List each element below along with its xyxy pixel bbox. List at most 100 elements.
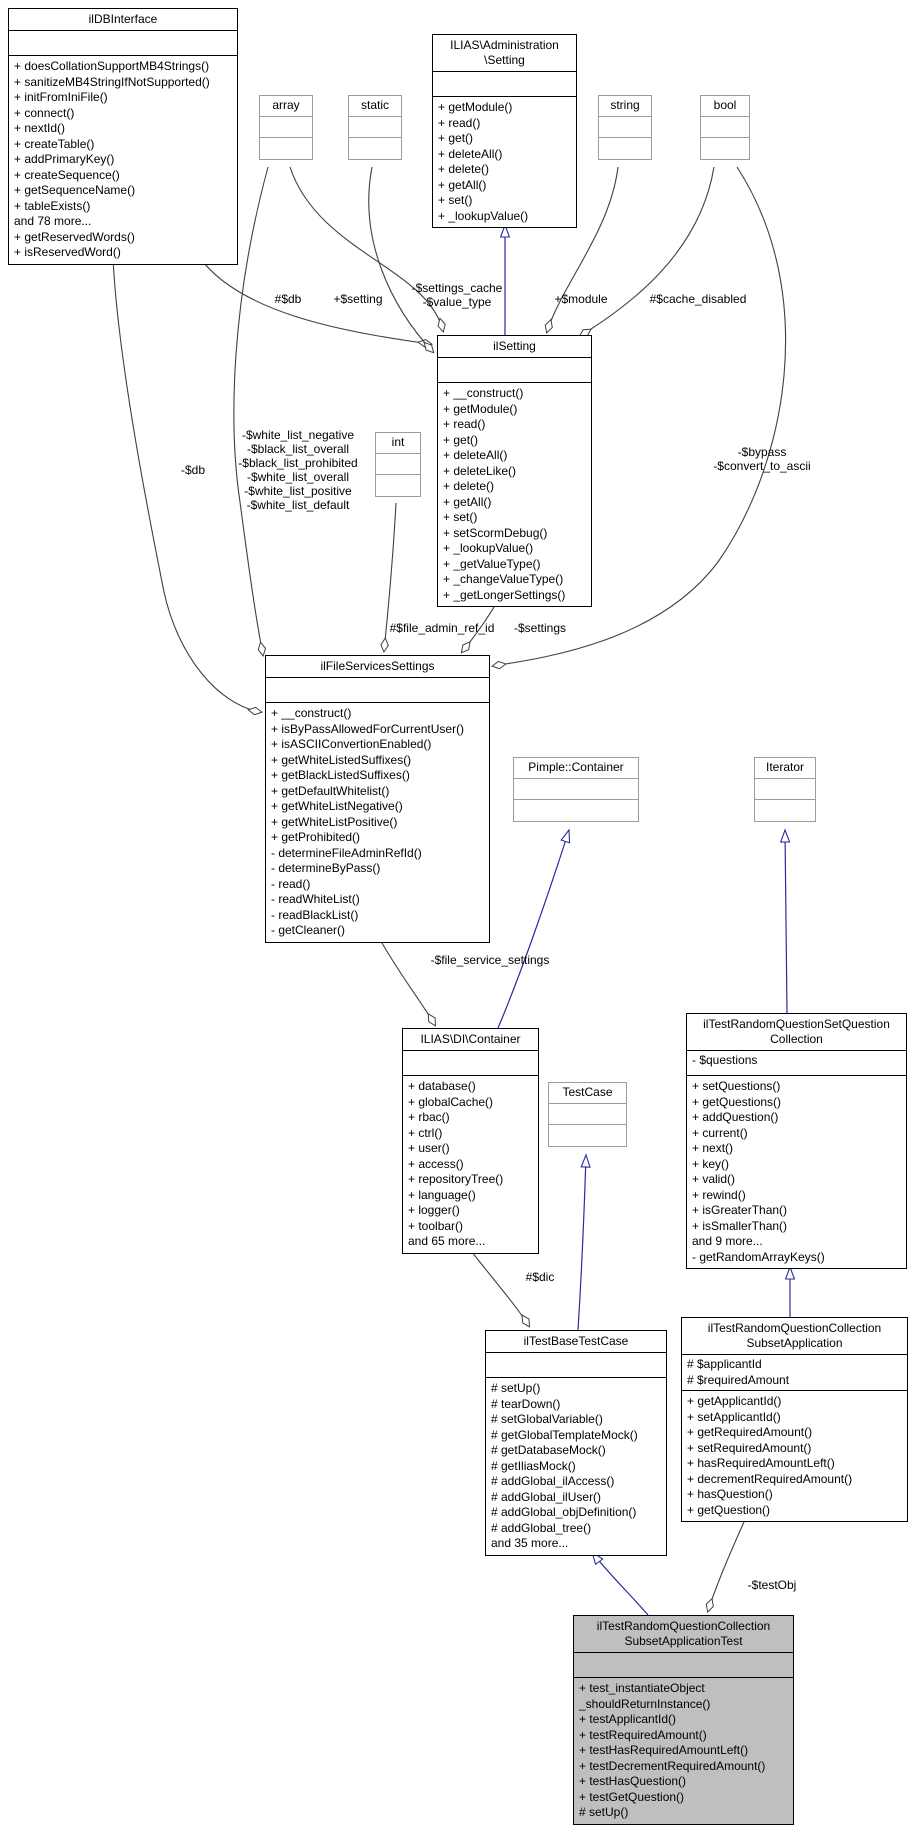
class-attributes [549, 1104, 626, 1125]
class-array: array [259, 95, 313, 160]
text-line: # getIliasMock() [491, 1458, 576, 1473]
text-line: -$white_list_negative [241, 428, 355, 442]
text-line: + isGreaterThan() [692, 1203, 788, 1217]
class-ildbinterface[interactable]: ilDBInterface + doesCollationSupportMB4S… [8, 8, 238, 265]
class-methods [514, 800, 638, 821]
text-line: + next() [692, 1141, 734, 1155]
text-line: + isSmallerThan() [692, 1218, 788, 1233]
class-attributes [433, 72, 576, 97]
text-line: + set() [438, 193, 473, 207]
text-line: ILIAS\Administration [450, 38, 559, 52]
edge-label-bypass-convert: -$bypass-$convert_to_ascii [713, 445, 810, 473]
text-line: + rewind() [692, 1187, 746, 1202]
text-line: and 9 more... [692, 1234, 763, 1248]
text-line: + valid() [692, 1172, 736, 1186]
text-line: -$testObj [747, 1578, 797, 1592]
class-ilsetting[interactable]: ilSetting + __construct()+ getModule()+ … [437, 335, 592, 607]
text-line: ILIAS\DI\Container [420, 1032, 521, 1046]
edge-int-ilfileservicessettings [384, 502, 397, 651]
class-title: int [376, 433, 420, 454]
class-attributes [403, 1051, 538, 1076]
text-line: + nextId() [14, 121, 66, 135]
edge-array-ilfileservicessettings [233, 166, 269, 655]
text-line: static [360, 98, 389, 112]
text-line: -$bypass [737, 445, 787, 459]
edge-subsetapplication-subsetapplicationtest [708, 1521, 745, 1611]
class-bool: bool [700, 95, 750, 160]
class-iterator: Iterator [754, 757, 816, 822]
text-line: + getQuestion() [687, 1502, 771, 1517]
text-line: + database() [408, 1079, 476, 1093]
text-line: + hasRequiredAmountLeft() [687, 1456, 835, 1470]
text-line: + sanitizeMB4StringIfNotSupported() [14, 74, 210, 89]
class-methods: + test_instantiateObject_shouldReturnIns… [574, 1678, 793, 1824]
text-line: ilSetting [493, 339, 536, 353]
text-line: + get() [443, 432, 479, 447]
text-line: ilTestRandomQuestionCollection [596, 1619, 771, 1633]
text-line: # getGlobalTemplateMock() [491, 1427, 638, 1442]
text-line: -$settings_cache [411, 281, 503, 295]
text-line: + createSequence() [14, 167, 120, 182]
edge-label-white-black-lists: -$white_list_negative-$black_list_overal… [238, 428, 357, 512]
class-title: Pimple::Container [514, 758, 638, 779]
text-line: + testApplicantId() [579, 1712, 677, 1726]
text-line: + deleteLike() [443, 463, 517, 478]
text-line: TestCase [562, 1085, 613, 1099]
text-line: + read() [443, 417, 486, 431]
class-attributes [260, 117, 312, 138]
text-line: + testRequiredAmount() [579, 1727, 707, 1742]
class-attributes: # $applicantId# $requiredAmount [682, 1355, 907, 1391]
text-line: + getDefaultWhitelist() [271, 783, 390, 798]
edge-ildbinterface-ilsetting [199, 257, 431, 344]
edge-iliasdicontainer-pimplecontainer [497, 828, 571, 1029]
text-line: -$file_service_settings [430, 953, 550, 967]
text-line: + access() [408, 1156, 464, 1171]
class-ilias-di-container[interactable]: ILIAS\DI\Container + database()+ globalC… [402, 1028, 539, 1254]
text-line: and 65 more... [408, 1234, 486, 1248]
text-line: array [272, 98, 300, 112]
class-attributes [349, 117, 401, 138]
text-line: + getRequiredAmount() [687, 1425, 813, 1439]
text-line: + hasQuestion() [687, 1487, 773, 1501]
class-title: string [599, 96, 651, 117]
text-line: # getDatabaseMock() [491, 1443, 606, 1457]
text-line: + test_instantiateObject [579, 1681, 705, 1695]
text-line: + addPrimaryKey() [14, 152, 115, 166]
class-methods [549, 1125, 626, 1146]
class-title: ilSetting [438, 336, 591, 358]
text-line: + testHasRequiredAmountLeft() [579, 1743, 749, 1757]
class-iltestbasetestcase[interactable]: ilTestBaseTestCase # setUp()# tearDown()… [485, 1330, 667, 1556]
class-methods [599, 138, 651, 159]
text-line: + delete() [438, 162, 490, 176]
class-int: int [375, 432, 421, 497]
edge-bool-ilsetting [580, 166, 715, 336]
text-line: Collection [770, 1032, 823, 1046]
class-methods: + database()+ globalCache()+ rbac()+ ctr… [403, 1076, 538, 1253]
text-line: + read() [438, 115, 481, 130]
text-line: #$cache_disabled [649, 292, 747, 306]
class-ilias-administration-setting[interactable]: ILIAS\Administration\Setting + getModule… [432, 34, 577, 228]
text-line: + connect() [14, 105, 75, 120]
class-methods [755, 800, 815, 821]
class-ilfileservicessettings[interactable]: ilFileServicesSettings + __construct()+ … [265, 655, 490, 943]
class-title: static [349, 96, 401, 117]
class-methods: + getApplicantId()+ setApplicantId()+ ge… [682, 1391, 907, 1521]
text-line: + key() [692, 1156, 730, 1171]
edge-label-settings: -$settings [514, 621, 566, 635]
text-line: + testHasQuestion() [579, 1774, 687, 1788]
text-line: + setQuestions() [692, 1079, 781, 1093]
text-line: -$black_list_prohibited [238, 456, 358, 470]
text-line: bool [713, 98, 737, 112]
class-methods: # setUp()# tearDown()# setGlobalVariable… [486, 1378, 666, 1555]
text-line: + getWhiteListedSuffixes() [271, 752, 412, 767]
text-line: -$convert_to_ascii [713, 459, 811, 473]
text-line: -$settings [513, 621, 567, 635]
edge-static-ilsetting [368, 166, 433, 352]
edge-questioncollection-iterator [779, 828, 791, 1014]
edge-label-db-private: -$db [181, 463, 205, 477]
